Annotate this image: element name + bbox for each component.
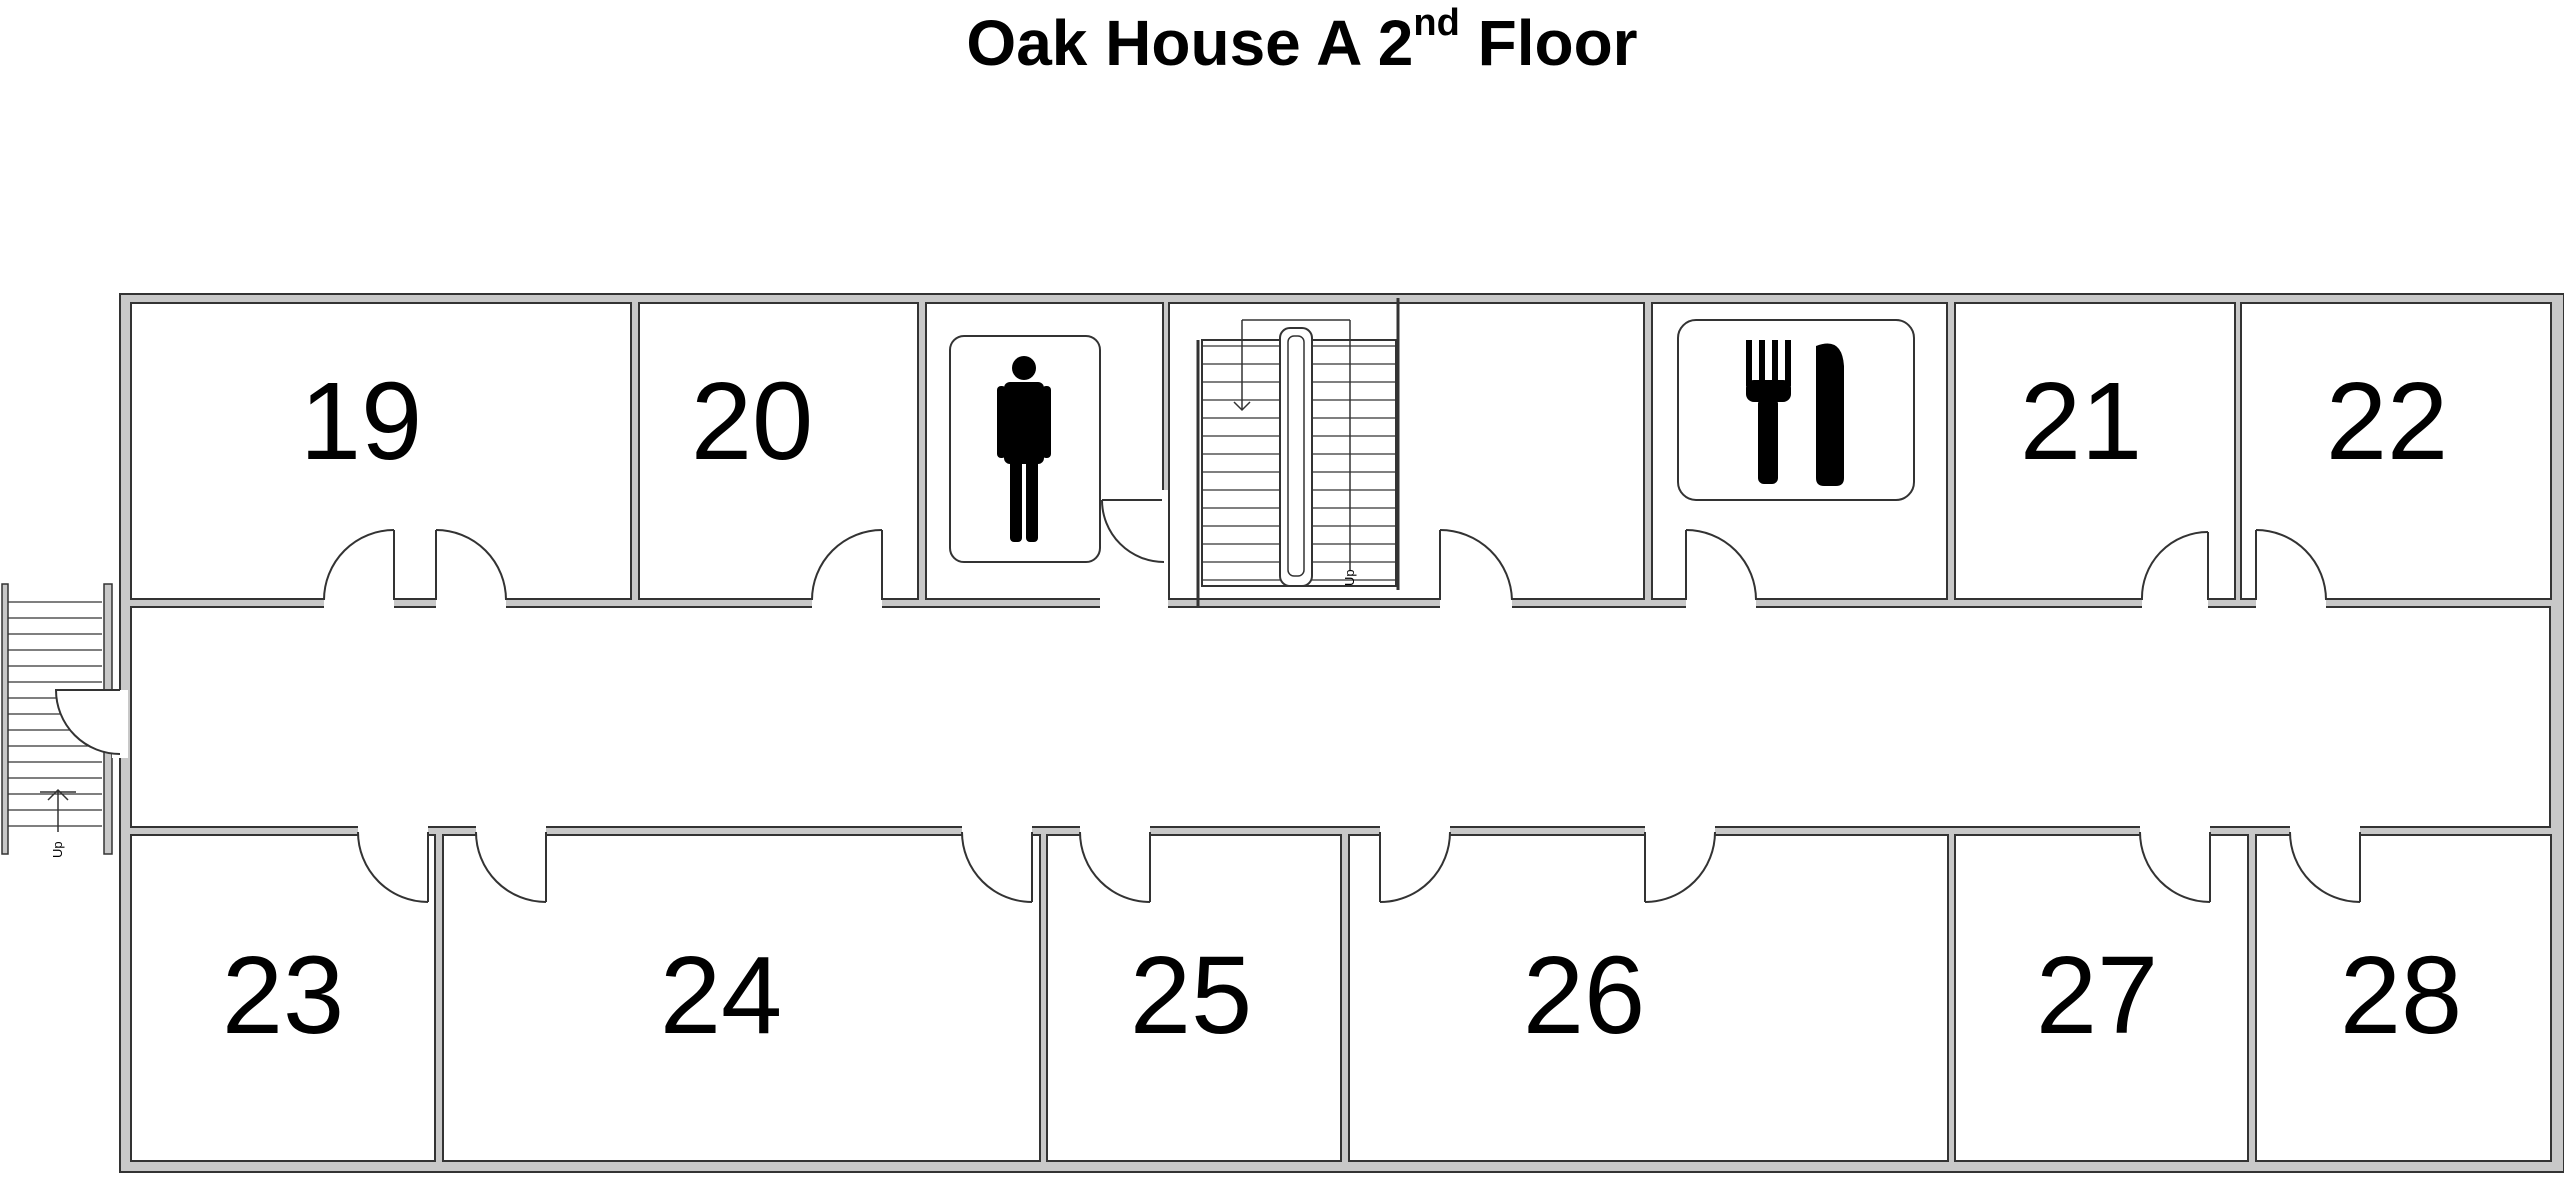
central-stairs (1196, 298, 1400, 608)
room-20[interactable] (638, 302, 919, 600)
top-doors (323, 499, 2327, 601)
title-ordinal-suffix: nd (1413, 2, 1460, 44)
room-22[interactable] (2240, 302, 2552, 600)
bottom-doorway-gaps (358, 824, 2360, 838)
room-22-number: 22 (2326, 360, 2448, 483)
room-25-number: 25 (1130, 934, 1252, 1057)
left-stairs-up-label: Up (50, 841, 65, 858)
room-25[interactable] (1046, 834, 1342, 1162)
male-restroom-icon (949, 335, 1101, 563)
room-28[interactable] (2255, 834, 2552, 1162)
room-26[interactable] (1348, 834, 1949, 1162)
title-main: Oak House A 2 (966, 7, 1414, 79)
room-21-number: 21 (2020, 360, 2142, 483)
room-20-number: 20 (691, 360, 813, 483)
fork-knife-icon (1677, 319, 1915, 501)
room-24[interactable] (442, 834, 1041, 1162)
room-26-number: 26 (1523, 934, 1645, 1057)
floor-plan-title: Oak House A 2nd Floor (0, 4, 2564, 80)
top-doorway-gaps (324, 490, 2326, 610)
room-24-number: 24 (660, 934, 782, 1057)
room-19[interactable] (130, 302, 632, 600)
central-stairs-up-label: Up (1342, 569, 1357, 586)
room-27[interactable] (1954, 834, 2249, 1162)
title-suffix: Floor (1459, 7, 1638, 79)
left-exterior-stairs (0, 583, 128, 855)
room-28-number: 28 (2340, 934, 2462, 1057)
room-27-number: 27 (2036, 934, 2158, 1057)
room-19-number: 19 (300, 360, 422, 483)
room-23-number: 23 (222, 934, 344, 1057)
bottom-doors (357, 831, 2361, 903)
corridor (130, 606, 2551, 828)
room-23[interactable] (130, 834, 436, 1162)
room-21[interactable] (1954, 302, 2236, 600)
